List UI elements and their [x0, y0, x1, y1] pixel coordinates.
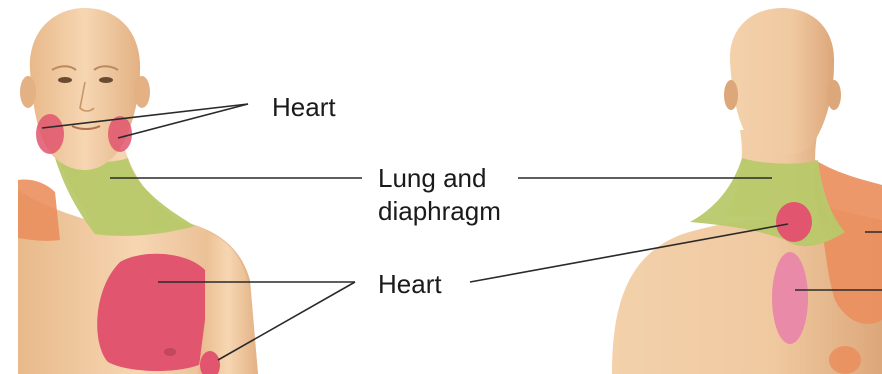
back-head [730, 8, 834, 155]
heart-zone-chest [97, 254, 218, 371]
label-heart-chest: Heart [378, 269, 442, 299]
zone-back-lower [772, 252, 808, 344]
front-eye-right [99, 77, 113, 83]
front-eye-left [58, 77, 72, 83]
zone-back-lower-right [829, 346, 861, 374]
label-lung-line2: diaphragm [378, 196, 501, 226]
label-heart-face: Heart [272, 92, 336, 122]
heart-zone-back [776, 202, 812, 242]
front-ear-left [20, 76, 36, 108]
front-ear-right [134, 76, 150, 108]
label-lung-line1: Lung and [378, 163, 486, 193]
front-nipple [164, 348, 176, 356]
back-ear-left [724, 80, 738, 110]
heart-zone-jaw-left [36, 114, 64, 154]
heart-zone-jaw-right [108, 116, 132, 152]
back-ear-right [827, 80, 841, 110]
